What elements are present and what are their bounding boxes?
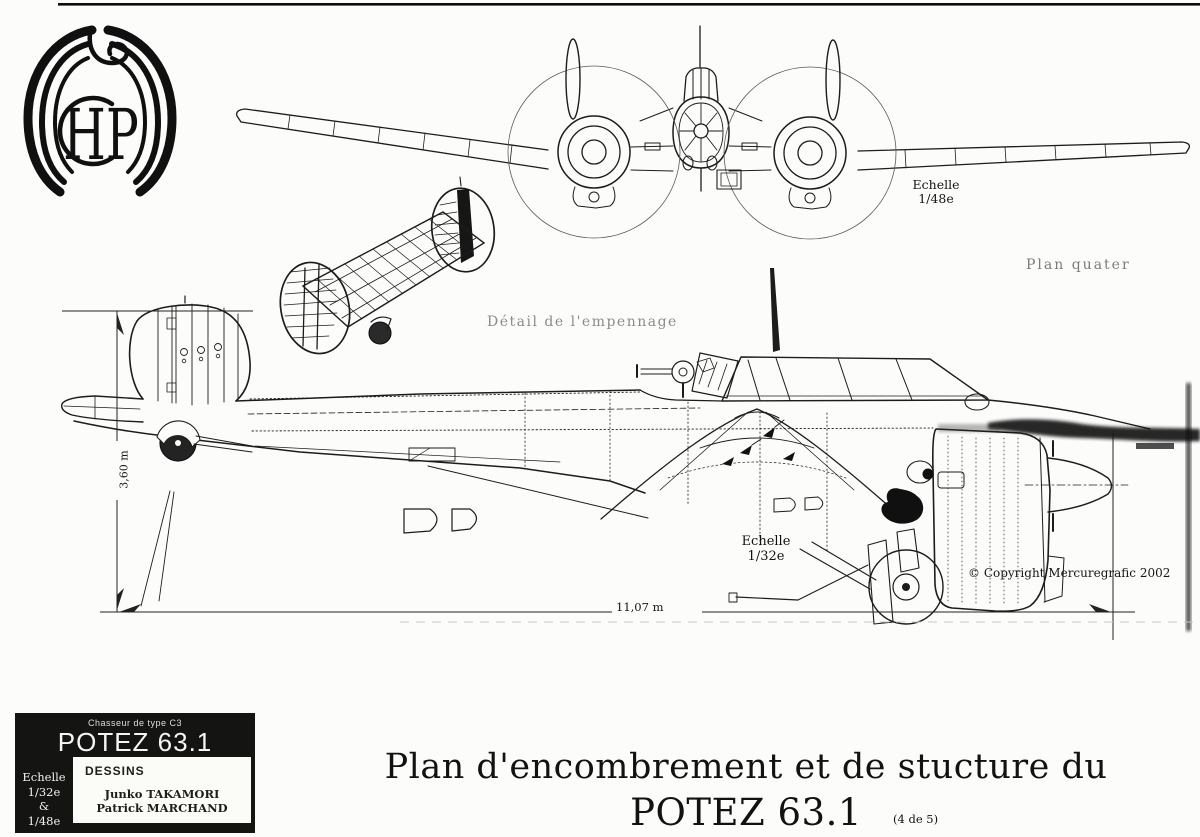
scale-word: Echelle xyxy=(741,534,791,549)
height-dimension-label: 3,60 m xyxy=(117,450,131,489)
left-wing xyxy=(236,108,549,170)
nose-glazing-spokes xyxy=(679,103,723,162)
left-engine-nacelle xyxy=(507,38,681,239)
title-block-aircraft-name: POTEZ 63.1 xyxy=(57,727,213,757)
right-wing xyxy=(857,141,1190,171)
scale-line: & xyxy=(38,799,50,813)
side-view-scale-label: Echelle 1/32e xyxy=(722,534,810,564)
author-name: Patrick MARCHAND xyxy=(96,801,228,815)
sheet-number-note: (4 de 5) xyxy=(893,812,939,826)
main-title-line2: POTEZ 63.1 xyxy=(630,791,862,834)
side-view-drawing xyxy=(61,268,1151,625)
station-lines xyxy=(524,390,828,554)
scale-line: 1/48e xyxy=(27,813,61,828)
drawings-label: DESSINS xyxy=(85,764,145,778)
left-propeller-blade xyxy=(565,38,581,120)
front-view-scale-label: Echelle 1/48e xyxy=(893,178,979,205)
engine-cowling xyxy=(932,428,1129,612)
right-engine-nacelle xyxy=(723,39,897,240)
tail-fin xyxy=(128,295,251,406)
stork-neck-icon xyxy=(87,31,129,66)
authors-list: Junko TAKAMORI Patrick MARCHAND xyxy=(73,787,251,815)
length-dimension-label: 11,07 m xyxy=(616,600,664,614)
ink-smudge xyxy=(988,419,1200,442)
main-landing-gear xyxy=(728,528,944,625)
title-block: Chasseur de type C3 POTEZ 63.1 Echelle 1… xyxy=(15,713,255,833)
scan-artifacts xyxy=(58,3,1200,631)
main-title-line1: Plan d'encombrement et de stucture du xyxy=(384,747,1108,787)
rear-gun xyxy=(636,357,723,402)
empennage-detail-drawing xyxy=(279,176,496,355)
detail-tail-wheel xyxy=(368,321,392,345)
tail-wheel xyxy=(156,420,253,462)
copyright-text: © Copyright Mercuregrafic 2002 xyxy=(968,566,1171,580)
title-block-scales: Echelle 1/32e & 1/48e xyxy=(15,757,73,833)
author-name: Junko TAKAMORI xyxy=(104,787,220,801)
title-block-credits: DESSINS Junko TAKAMORI Patrick MARCHAND xyxy=(73,757,251,823)
scale-line: Echelle xyxy=(22,770,66,784)
hp-monogram: HP xyxy=(63,95,139,176)
wing-fairing xyxy=(600,408,904,520)
front-view-drawing xyxy=(236,25,1190,240)
dark-marking xyxy=(881,488,924,524)
scale-value: 1/32e xyxy=(747,548,785,564)
right-propeller-blade xyxy=(825,39,841,121)
empennage-caption: Détail de l'empennage xyxy=(487,314,678,330)
scale-word: Echelle xyxy=(912,177,960,192)
scale-value: 1/48e xyxy=(918,190,954,206)
plan-quater-label: Plan quater xyxy=(1026,257,1131,273)
aircraft-type-line: Chasseur de type C3 xyxy=(87,718,183,728)
scale-line: 1/32e xyxy=(27,784,61,799)
antenna-mast xyxy=(770,268,780,352)
stabilizer-ribs xyxy=(316,218,471,320)
canopy xyxy=(721,356,989,402)
dimension-lines xyxy=(62,310,1135,640)
hp-logo: HP xyxy=(23,25,177,197)
